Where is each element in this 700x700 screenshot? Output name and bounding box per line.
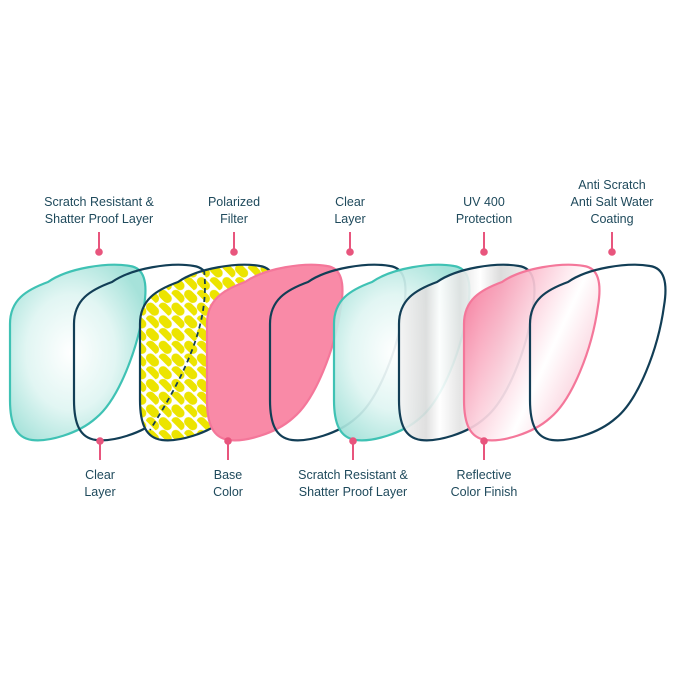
polarized-filter-dashed-line [149, 269, 206, 431]
label-line: Color [213, 485, 243, 499]
label-line: UV 400 [463, 195, 505, 209]
label-line: Clear [335, 195, 365, 209]
label-line: Coating [590, 212, 634, 226]
label-line: Layer [84, 485, 116, 499]
bottom-pin-2 [224, 437, 232, 460]
bottom-pin-4 [480, 437, 488, 460]
label-line: Reflective [456, 468, 512, 482]
label-line: Polarized [207, 195, 261, 209]
scratch-resistant-layer-1-lens [8, 263, 147, 442]
label-line: Filter [220, 212, 248, 226]
label-line: Shatter Proof Layer [298, 485, 408, 499]
bottom-pin-3 [349, 437, 357, 460]
label-line: Scratch Resistant & [44, 195, 154, 209]
label-line: Shatter Proof Layer [44, 212, 154, 226]
top-pin-4 [480, 232, 488, 256]
top-pin-5 [608, 232, 616, 256]
bottom-label-3: Scratch Resistant & Shatter Proof Layer [298, 467, 408, 501]
bottom-pin-1 [96, 437, 104, 460]
label-line: Anti Scratch [578, 178, 646, 192]
label-line: Color Finish [450, 485, 518, 499]
label-line: Scratch Resistant & [298, 468, 408, 482]
top-label-1: Scratch Resistant & Shatter Proof Layer [44, 194, 154, 228]
label-line: Clear [85, 468, 115, 482]
base-color-lens [205, 263, 344, 442]
top-pin-2 [230, 232, 238, 256]
top-pin-1 [95, 232, 103, 256]
top-pin-3 [346, 232, 354, 256]
label-line: Anti Salt Water [570, 195, 654, 209]
label-line: Base [213, 468, 243, 482]
label-line: Layer [334, 212, 366, 226]
label-line: Protection [455, 212, 513, 226]
